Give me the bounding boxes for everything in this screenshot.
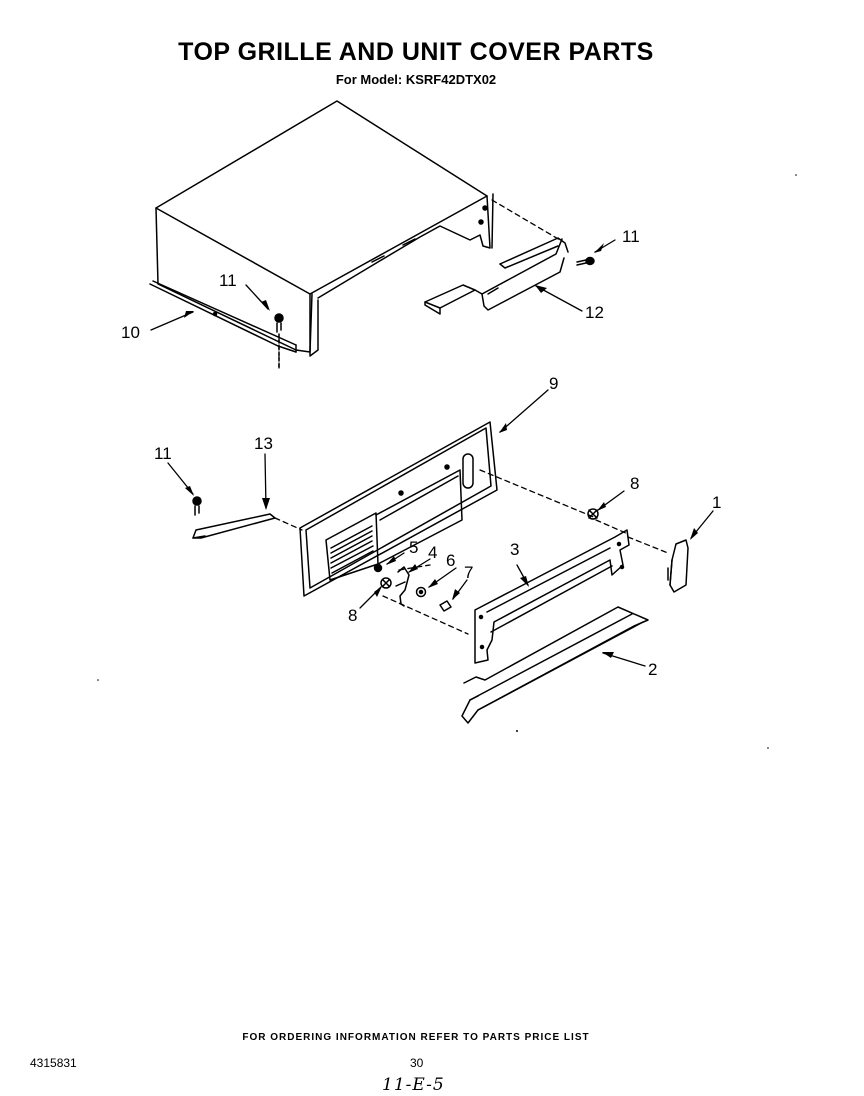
assembly-lines xyxy=(274,199,669,635)
document-number: 4315831 xyxy=(30,1056,77,1070)
callout-8-right: 8 xyxy=(630,474,639,493)
callout-2: 2 xyxy=(648,660,657,679)
side-bracket-part xyxy=(667,539,689,593)
cover-bracket-part xyxy=(424,237,569,315)
support-rail-part xyxy=(474,529,630,664)
callout-13: 13 xyxy=(254,434,273,453)
callout-11-left: 11 xyxy=(154,444,172,463)
callout-11-top-right: 11 xyxy=(622,227,640,246)
model-subtitle: For Model: KSRF42DTX02 xyxy=(335,72,497,87)
screw-part-left xyxy=(192,496,202,516)
screw-part-top-right xyxy=(576,256,595,266)
bottom-grille-part xyxy=(461,606,649,724)
fastener-parts xyxy=(373,508,599,612)
callout-8-left: 8 xyxy=(348,606,357,625)
rod-part xyxy=(192,513,276,539)
callout-6: 6 xyxy=(446,551,455,570)
ordering-note: FOR ORDERING INFORMATION REFER TO PARTS … xyxy=(242,1032,590,1043)
callout-5: 5 xyxy=(409,538,418,557)
callout-10: 10 xyxy=(121,323,140,342)
callout-1: 1 xyxy=(712,493,721,512)
callout-9: 9 xyxy=(549,374,558,393)
unit-cover-part xyxy=(149,100,494,357)
callout-12: 12 xyxy=(585,303,604,322)
page-title: TOP GRILLE AND UNIT COVER PARTS xyxy=(178,38,654,66)
callout-7: 7 xyxy=(464,563,473,582)
leader-arrowheads xyxy=(184,243,698,658)
scan-specks xyxy=(97,174,797,749)
handwritten-note: 11-E-5 xyxy=(382,1075,445,1095)
callout-11-cover: 11 xyxy=(219,271,237,290)
callout-3: 3 xyxy=(510,540,519,559)
page-number: 30 xyxy=(410,1056,424,1070)
callout-4: 4 xyxy=(428,543,437,562)
